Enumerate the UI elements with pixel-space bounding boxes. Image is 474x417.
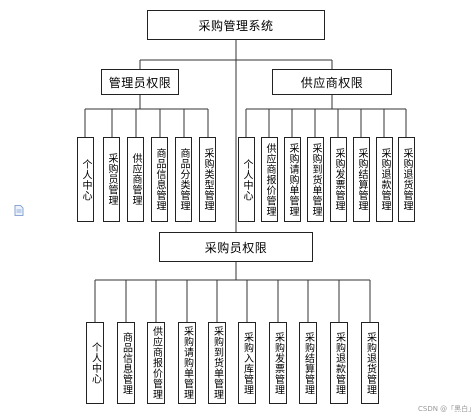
buyer-child: 采购到货单管理: [208, 322, 226, 404]
admin-node: 管理员权限: [101, 69, 179, 95]
supplier-label: 供应商权限: [300, 75, 364, 90]
supplier-child: 采购结算管理: [353, 137, 370, 222]
buyer-child: 采购退货管理: [361, 322, 379, 404]
supplier-child: 采购到货单管理: [307, 137, 324, 222]
buyer-child: 采购入库管理: [238, 322, 256, 404]
admin-child: 商品分类管理: [175, 137, 192, 222]
admin-child: 个人中心: [77, 137, 94, 222]
admin-child: 采购类型管理: [199, 137, 216, 222]
root-node: 采购管理系统: [147, 10, 325, 40]
buyer-label: 采购员权限: [204, 240, 268, 255]
buyer-child: 采购结算管理: [299, 322, 317, 404]
buyer-child: 商品信息管理: [117, 322, 135, 404]
admin-child: 商品信息管理: [151, 137, 168, 222]
buyer-child: 个人中心: [86, 322, 104, 404]
supplier-child: 采购退货管理: [398, 137, 415, 222]
supplier-node: 供应商权限: [272, 69, 392, 95]
document-icon: [14, 205, 24, 216]
buyer-child: 采购请购单管理: [178, 322, 196, 404]
buyer-child: 采购退款管理: [330, 322, 348, 404]
supplier-child: 供应商报价管理: [261, 137, 278, 222]
buyer-child: 采购发票管理: [269, 322, 287, 404]
buyer-child: 供应商报价管理: [147, 322, 165, 404]
supplier-child: 采购发票管理: [330, 137, 347, 222]
supplier-child: 采购请购单管理: [284, 137, 301, 222]
buyer-node: 采购员权限: [159, 232, 313, 262]
admin-label: 管理员权限: [108, 75, 172, 90]
admin-child: 供应商管理: [127, 137, 144, 222]
admin-child: 采购员管理: [103, 137, 120, 222]
root-label: 采购管理系统: [198, 18, 274, 33]
supplier-child: 采购退款管理: [376, 137, 393, 222]
watermark: CSDN @「黑白」: [418, 405, 474, 413]
supplier-child: 个人中心: [238, 137, 255, 222]
